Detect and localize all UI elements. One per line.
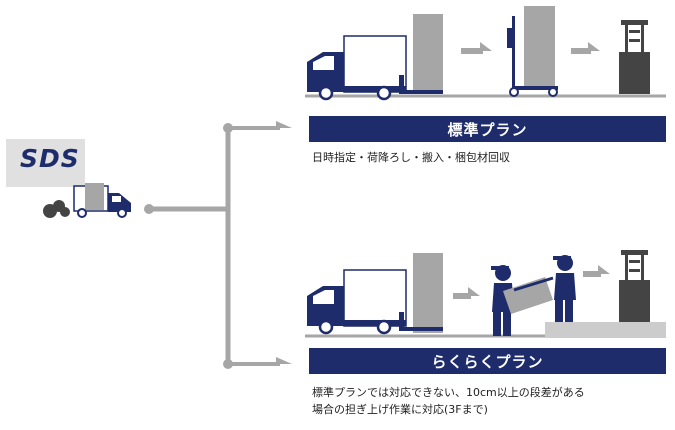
standard-plan-description: 日時指定・荷降ろし・搬入・梱包材回収	[312, 149, 510, 166]
standard-plan-description-line: 日時指定・荷降ろし・搬入・梱包材回収	[312, 151, 510, 164]
standard-plan-illustration	[305, 6, 666, 101]
sds-logo-background	[6, 139, 85, 187]
standard-plan-title: 標準プラン	[309, 116, 666, 142]
easy-plan-description-line: 場合の担ぎ上げ作業に対応(3Fまで)	[312, 403, 488, 416]
origin-truck-icon	[43, 183, 131, 218]
sds-logo-text: SDS	[20, 144, 80, 173]
easy-plan-title: らくらくプラン	[309, 348, 666, 374]
easy-plan-description-line: 標準プランでは対応できない、10cm以上の段差がある	[312, 386, 585, 399]
branch-connector	[144, 121, 292, 369]
easy-plan-illustration	[305, 250, 666, 338]
easy-plan-description: 標準プランでは対応できない、10cm以上の段差がある 場合の担ぎ上げ作業に対応(…	[312, 384, 585, 418]
